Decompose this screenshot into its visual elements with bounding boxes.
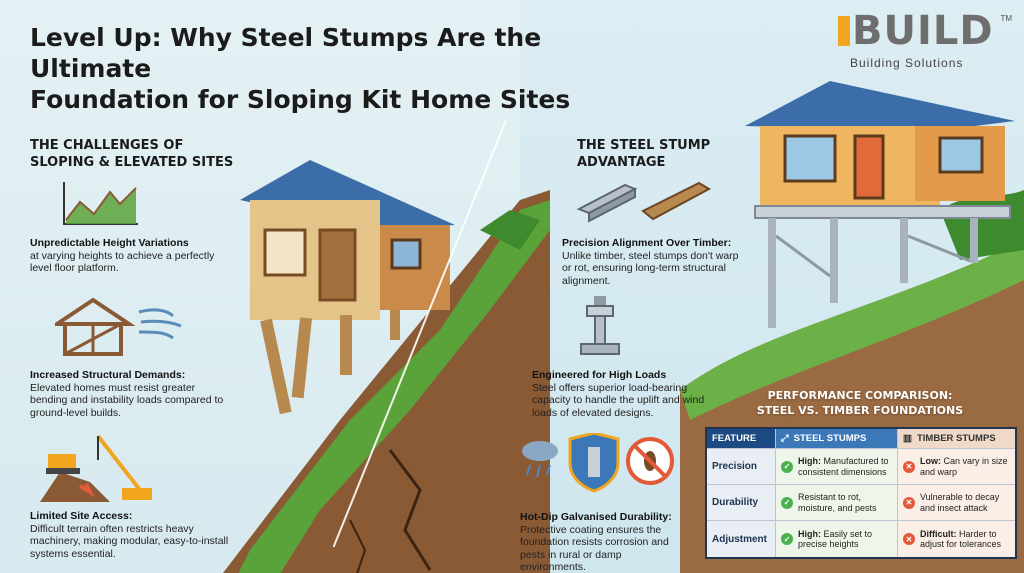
- check-icon: ✓: [781, 496, 793, 509]
- cross-icon: ✕: [903, 533, 915, 545]
- feature-cell: Durability: [707, 485, 775, 520]
- uneven-terrain-icon: [63, 182, 138, 225]
- cross-icon: ✕: [903, 496, 915, 509]
- table-row: Adjustment ✓ High: Easily set to precise…: [707, 521, 1015, 557]
- comparison-table: FEATURE ⤢ STEEL STUMPS ▥ TIMBER STUMPS P…: [705, 427, 1017, 559]
- advantage-item-precision: Precision Alignment Over Timber: Unlike …: [562, 237, 739, 287]
- cross-icon: ✕: [903, 460, 915, 473]
- challenge-item-structural: Increased Structural Demands: Elevated h…: [30, 369, 224, 419]
- feature-cell: Adjustment: [707, 521, 775, 557]
- steel-cell: ✓ High: Easily set to precise heights: [775, 521, 897, 557]
- house-frame-wind-icon: [55, 297, 182, 356]
- timber-cell: ✕ Difficult: Harder to adjust for tolera…: [897, 521, 1015, 557]
- ruler-icon: ⤢: [781, 433, 789, 444]
- timber-cell: ✕ Vulnerable to decay and insect attack: [897, 485, 1015, 520]
- feature-cell: Precision: [707, 449, 775, 484]
- steel-beam-vs-timber-icon: [576, 181, 712, 223]
- check-icon: ✓: [781, 533, 793, 545]
- header-timber: ▥ TIMBER STUMPS: [897, 429, 1015, 448]
- table-row: Durability ✓ Resistant to rot, moisture,…: [707, 485, 1015, 521]
- shield-rain-termite-icon: [522, 433, 674, 493]
- sloping-hill-illustration: [223, 190, 550, 573]
- advantage-item-galvanised: Hot-Dip Galvanised Durability: Protectiv…: [520, 511, 672, 573]
- advantage-heading: THE STEEL STUMP ADVANTAGE: [577, 138, 711, 170]
- comparison-title: PERFORMANCE COMPARISON: STEEL VS. TIMBER…: [756, 389, 964, 417]
- timber-cell: ✕ Low: Can vary in size and warp: [897, 449, 1015, 484]
- advantage-item-loads: Engineered for High Loads Steel offers s…: [532, 369, 705, 419]
- timber-icon: ▥: [903, 433, 912, 444]
- steel-cell: ✓ Resistant to rot, moisture, and pests: [775, 485, 897, 520]
- steel-cell: ✓ High: Manufactured to consistent dimen…: [775, 449, 897, 484]
- steel-stump-icon: [580, 296, 620, 355]
- page-title: Level Up: Why Steel Stumps Are the Ultim…: [30, 23, 571, 114]
- header-feature: FEATURE: [707, 429, 775, 448]
- elevated-steel-stump-house-illustration: [745, 81, 1015, 328]
- challenge-item-access: Limited Site Access: Difficult terrain o…: [30, 510, 229, 560]
- table-header-row: FEATURE ⤢ STEEL STUMPS ▥ TIMBER STUMPS: [707, 429, 1015, 449]
- header-steel: ⤢ STEEL STUMPS: [775, 429, 897, 448]
- excavator-crane-icon: [40, 434, 152, 502]
- table-row: Precision ✓ High: Manufactured to consis…: [707, 449, 1015, 485]
- ibuild-logo: BUILD TM Building Solutions: [838, 10, 1018, 70]
- challenge-item-height: Unpredictable Height Variations at varyi…: [30, 237, 215, 274]
- damaged-timber-house-illustration: [240, 160, 455, 415]
- check-icon: ✓: [781, 460, 793, 473]
- challenges-heading: THE CHALLENGES OF SLOPING & ELEVATED SIT…: [30, 138, 234, 170]
- logo-i-mark: [838, 16, 850, 46]
